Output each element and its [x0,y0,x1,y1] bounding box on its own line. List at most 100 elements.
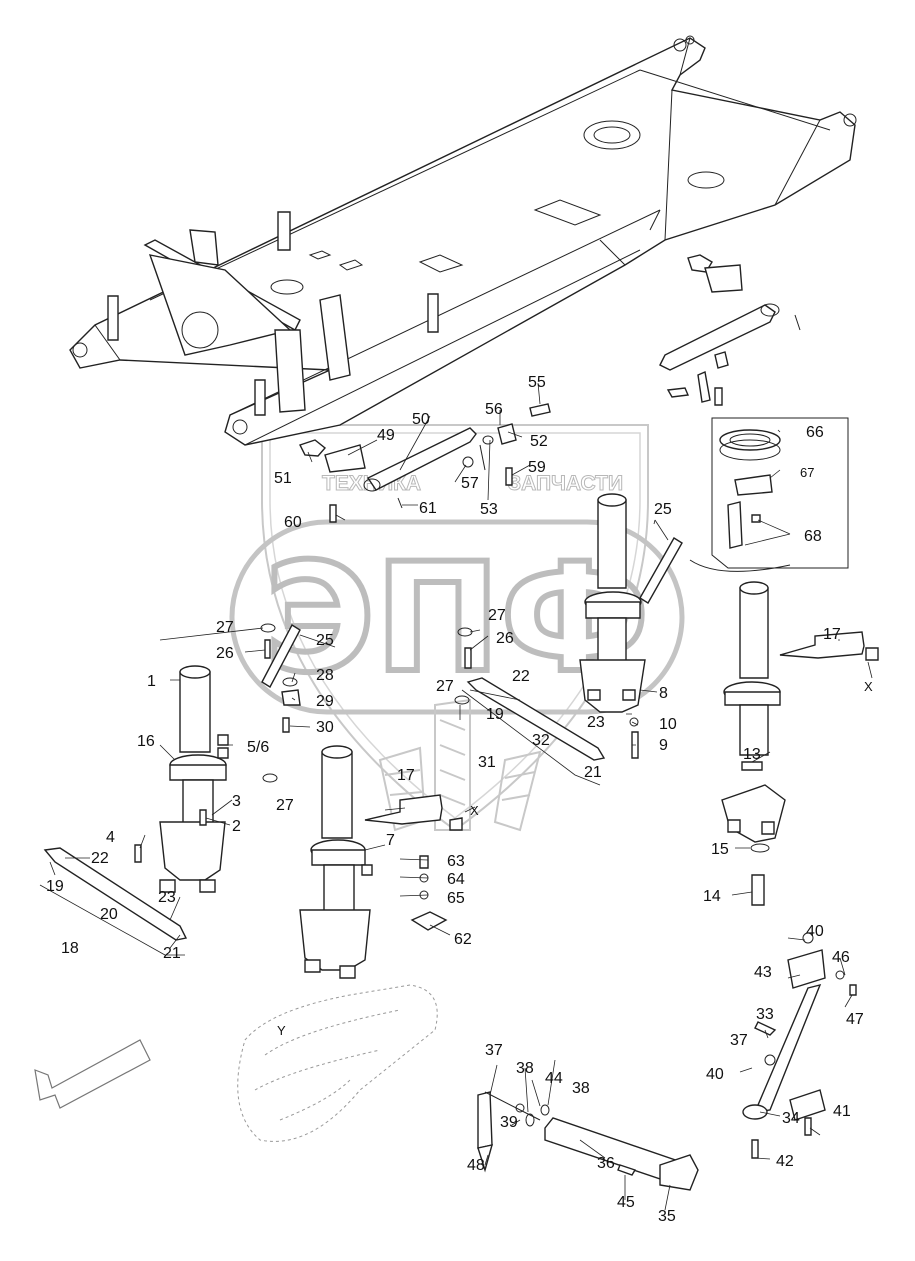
upper-link-rod [659,304,776,371]
callout-17a: 17 [397,767,415,784]
callout-46: 46 [832,949,850,966]
front-bracket [148,254,292,356]
callout-19b: 19 [486,706,504,723]
callout-65: 65 [447,890,465,907]
cylinder-unit-4 [721,581,786,906]
callout-29: 29 [316,693,334,710]
callout-61: 61 [419,500,437,517]
callout-5-6: 5/6 [247,739,269,756]
callout-22b: 22 [512,668,530,685]
callout-27c: 27 [488,607,506,624]
callout-16: 16 [137,733,155,750]
callout-40b: 40 [706,1066,724,1083]
callout-9: 9 [659,737,668,754]
callout-17b: 17 [823,626,841,643]
tie-rods [39,677,606,956]
watermark-right-text: ЗАПЧАСТИ [508,472,623,495]
callout-38b: 38 [572,1080,590,1097]
callout-57: 57 [461,475,479,492]
callout-48: 48 [467,1157,485,1174]
callout-50: 50 [412,411,430,428]
watermark-shield-inner [269,432,641,819]
callout-15: 15 [711,841,729,858]
frame-ring-opening [583,120,641,150]
cylinder-unit-3 [579,493,646,759]
callout-28: 28 [316,667,334,684]
callout-43: 43 [754,964,772,981]
callout-62: 62 [454,931,472,948]
direction-arrow-icon [34,1039,151,1109]
callout-23a: 23 [158,889,176,906]
callout-27b: 27 [276,797,294,814]
callout-68: 68 [804,528,822,545]
callout-51: 51 [274,470,292,487]
callout-14: 14 [703,888,721,905]
main-frame [69,35,857,446]
callout-18: 18 [61,940,79,957]
callout-32: 32 [532,732,550,749]
callout-8: 8 [659,685,668,702]
gas-struts [261,537,879,831]
callout-53: 53 [480,501,498,518]
callout-67: 67 [800,465,814,480]
callout-26a: 26 [216,645,234,662]
callout-10: 10 [659,716,677,733]
pin-48 [477,1091,493,1149]
callout-34: 34 [782,1110,800,1127]
frame-outline [69,37,856,446]
callout-63: 63 [447,853,465,870]
callout-7: 7 [386,832,395,849]
callout-41: 41 [833,1103,851,1120]
leader-lines [49,382,873,1211]
callout-66: 66 [806,424,824,441]
callout-37b: 37 [730,1032,748,1049]
callout-x-center: X [470,803,479,818]
callout-44: 44 [545,1070,563,1087]
callout-27d: 27 [436,678,454,695]
callout-1: 1 [147,673,156,690]
strut-17a [364,794,443,825]
callout-56: 56 [485,401,503,418]
strut-17b [779,631,865,659]
callout-40a: 40 [806,923,824,940]
upper-pin-assembly [659,254,801,406]
inset-frame [711,417,849,569]
callout-3: 3 [232,793,241,810]
callout-31: 31 [478,754,496,771]
callout-64: 64 [447,871,465,888]
callout-37a: 37 [485,1042,503,1059]
callout-21b: 21 [584,764,602,781]
strut-25b [639,537,683,604]
callout-23b: 23 [587,714,605,731]
callout-x-right: X [864,679,873,694]
callout-60: 60 [284,514,302,531]
cylinder-unit-2 [299,745,373,979]
callout-25a: 25 [316,632,334,649]
callout-19a: 19 [46,878,64,895]
callout-52: 52 [530,433,548,450]
callout-13: 13 [743,746,761,763]
callout-21a: 21 [163,945,181,962]
callout-55: 55 [528,374,546,391]
inset-detail [689,417,849,572]
callout-47: 47 [846,1011,864,1028]
callouts: 1 2 3 4 5/6 7 8 9 10 13 14 15 16 17 17 1… [46,374,873,1225]
callout-30: 30 [316,719,334,736]
callout-33: 33 [756,1006,774,1023]
tow-bar-assembly [477,1091,699,1191]
cylinder-unit-1 [134,665,229,893]
callout-4: 4 [106,829,115,846]
link-rod-50 [366,427,477,491]
callout-y: Y [277,1023,286,1038]
callout-38a: 38 [516,1060,534,1077]
callout-35: 35 [658,1208,676,1225]
watermark-oval [229,519,685,715]
callout-22a: 22 [91,850,109,867]
track-assembly-ghost [237,984,438,1142]
callout-39: 39 [500,1114,518,1131]
callout-2: 2 [232,818,241,835]
strut-25a [261,624,301,688]
callout-49: 49 [377,427,395,444]
callout-42: 42 [776,1153,794,1170]
